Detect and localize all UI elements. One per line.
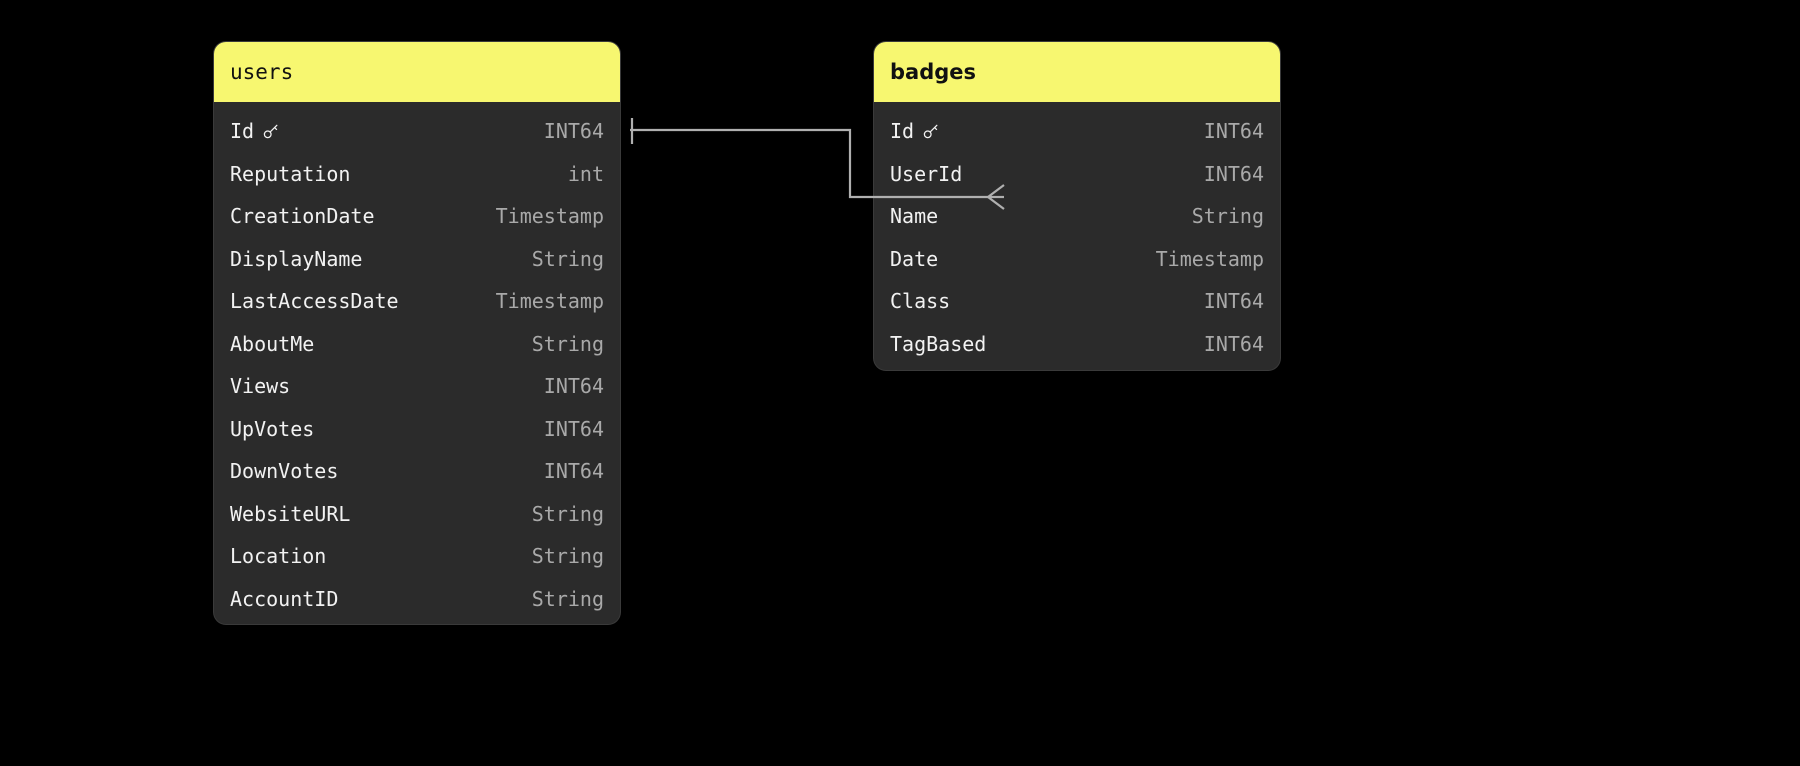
field-row[interactable]: LastAccessDate Timestamp	[214, 280, 620, 323]
field-row[interactable]: Class INT64	[874, 280, 1280, 323]
field-row[interactable]: UpVotes INT64	[214, 408, 620, 451]
field-type: INT64	[1203, 161, 1264, 186]
field-type: String	[1191, 204, 1264, 229]
field-name: UpVotes	[230, 417, 314, 441]
field-label: DownVotes	[230, 459, 339, 484]
field-name: AccountID	[230, 587, 338, 611]
field-label: DisplayName	[230, 246, 363, 271]
table-title-badges: badges	[890, 60, 977, 84]
field-row[interactable]: DisplayName String	[214, 238, 620, 281]
field-label: AccountID	[230, 586, 339, 611]
field-label: LastAccessDate	[230, 289, 399, 314]
field-row[interactable]: DownVotes INT64	[214, 450, 620, 493]
field-name: Name	[890, 204, 938, 228]
field-label: Reputation	[230, 161, 351, 186]
field-label: Name	[890, 204, 939, 229]
key-icon	[261, 122, 280, 141]
field-row[interactable]: Reputation int	[214, 153, 620, 196]
field-label: UpVotes	[230, 416, 315, 441]
field-label: Views	[230, 374, 291, 399]
field-type: String	[531, 501, 604, 526]
field-name: LastAccessDate	[230, 289, 399, 313]
field-row[interactable]: Views INT64	[214, 365, 620, 408]
field-label: AboutMe	[230, 331, 315, 356]
table-fields-badges: Id INT64 UserId INT64	[874, 102, 1280, 370]
field-row[interactable]: Date Timestamp	[874, 238, 1280, 281]
key-icon	[921, 122, 940, 141]
field-row[interactable]: AccountID String	[214, 578, 620, 621]
field-type: int	[567, 161, 604, 186]
field-type: INT64	[1203, 331, 1264, 356]
table-fields-users: Id INT64 Reputation int	[214, 102, 620, 624]
field-name: Class	[890, 289, 950, 313]
field-label: TagBased	[890, 331, 987, 356]
field-row[interactable]: Id INT64	[874, 110, 1280, 153]
field-type: INT64	[543, 459, 604, 484]
field-label: Id	[230, 119, 255, 144]
field-row[interactable]: Id INT64	[214, 110, 620, 153]
field-name: AboutMe	[230, 332, 314, 356]
field-row[interactable]: Location String	[214, 535, 620, 578]
field-name: Reputation	[230, 162, 350, 186]
field-type: INT64	[1203, 119, 1264, 144]
field-name: Date	[890, 247, 938, 271]
field-type: Timestamp	[1155, 246, 1264, 271]
field-row[interactable]: Name String	[874, 195, 1280, 238]
table-title-users: users	[230, 60, 294, 84]
field-label: Location	[230, 544, 327, 569]
field-name: DownVotes	[230, 459, 338, 483]
field-type: String	[531, 586, 604, 611]
field-name: CreationDate	[230, 204, 375, 228]
field-type: INT64	[543, 416, 604, 441]
field-name: TagBased	[890, 332, 986, 356]
field-name: DisplayName	[230, 247, 362, 271]
field-type: Timestamp	[495, 289, 604, 314]
field-name: Views	[230, 374, 290, 398]
field-label: WebsiteURL	[230, 501, 351, 526]
field-label: Date	[890, 246, 939, 271]
field-type: String	[531, 331, 604, 356]
table-card-badges[interactable]: badges Id INT64 Us	[874, 42, 1280, 370]
table-header-badges: badges	[874, 42, 1280, 102]
field-name: Id	[230, 119, 280, 143]
table-card-users[interactable]: users Id INT64 Rep	[214, 42, 620, 624]
field-name: WebsiteURL	[230, 502, 350, 526]
field-label: UserId	[890, 161, 963, 186]
table-header-users: users	[214, 42, 620, 102]
field-type: INT64	[543, 374, 604, 399]
field-row[interactable]: WebsiteURL String	[214, 493, 620, 536]
field-row[interactable]: AboutMe String	[214, 323, 620, 366]
field-type: INT64	[543, 119, 604, 144]
field-type: String	[531, 544, 604, 569]
field-label: Class	[890, 289, 951, 314]
field-type: Timestamp	[495, 204, 604, 229]
field-type: INT64	[1203, 289, 1264, 314]
field-row[interactable]: CreationDate Timestamp	[214, 195, 620, 238]
field-name: UserId	[890, 162, 962, 186]
field-type: String	[531, 246, 604, 271]
field-label: Id	[890, 119, 915, 144]
field-label: CreationDate	[230, 204, 375, 229]
field-name: Location	[230, 544, 326, 568]
field-name: Id	[890, 119, 940, 143]
field-row[interactable]: TagBased INT64	[874, 323, 1280, 366]
field-row[interactable]: UserId INT64	[874, 153, 1280, 196]
